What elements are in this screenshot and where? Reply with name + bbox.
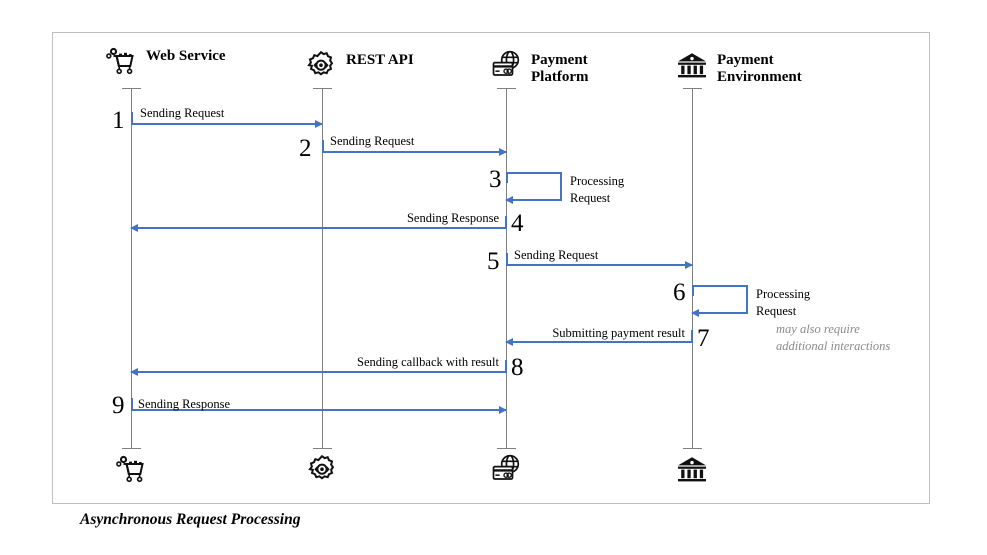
footer-credit-card-globe-icon [489, 452, 523, 486]
message-8-number: 8 [511, 354, 524, 381]
actor-header-payment-environment: Payment Environment [675, 48, 802, 87]
message-6-label: Processing Request [756, 287, 811, 318]
footer-shopping-cart-gears-icon [114, 452, 148, 486]
message-6-number: 6 [673, 279, 686, 306]
actor-header-rest-api: REST API [304, 48, 414, 82]
message-8-arrow [130, 368, 506, 376]
lifeline-foot-cap-payment-environment [683, 448, 702, 449]
message-8-tail [505, 360, 507, 373]
message-1-tail [131, 112, 133, 125]
message-9-tail [131, 398, 133, 411]
lifeline-web-service [131, 88, 132, 448]
message-2-arrow [322, 148, 507, 156]
message-3-label: Processing Request [570, 174, 625, 205]
lifeline-rest-api [322, 88, 323, 448]
message-3-self-loop [506, 172, 562, 201]
message-6-self-loop [692, 285, 748, 314]
message-2-tail [322, 140, 324, 153]
footer-bank-icon [675, 452, 709, 486]
message-7-tail [691, 330, 693, 343]
message-5-arrow [506, 261, 693, 269]
actor-label: REST API [346, 52, 414, 68]
message-6-return-arrow [691, 309, 748, 317]
message-5-number: 5 [487, 248, 500, 275]
actor-label: Payment Environment [717, 52, 802, 86]
note-additional-interactions: may also require additional interactions [776, 322, 891, 354]
actor-header-web-service: Web Service [104, 44, 226, 78]
lifeline-foot-cap-payment-platform [497, 448, 516, 449]
footer-gear-api-icon [305, 452, 339, 486]
diagram-caption: Asynchronous Request Processing [80, 511, 301, 528]
message-2-number: 2 [299, 135, 312, 162]
message-4-number: 4 [511, 210, 524, 237]
diagram-frame [52, 32, 930, 504]
message-1-arrow [131, 120, 323, 128]
lifeline-payment-platform [506, 88, 507, 448]
message-3-tail [506, 172, 508, 183]
message-7-number: 7 [697, 325, 710, 352]
message-9-number: 9 [112, 392, 125, 419]
message-4-arrow [130, 224, 506, 232]
shopping-cart-gears-icon [104, 44, 138, 78]
gear-api-icon [304, 48, 338, 82]
credit-card-globe-icon [489, 48, 523, 82]
message-1-number: 1 [112, 107, 125, 134]
message-6-tail [692, 285, 694, 296]
message-5-tail [506, 253, 508, 266]
message-7-label: Submitting payment result [552, 326, 685, 340]
actor-label: Payment Platform [531, 52, 589, 86]
message-9-arrow [131, 406, 507, 414]
message-1-label: Sending Request [140, 106, 225, 120]
bank-icon [675, 48, 709, 82]
message-3-return-arrow [505, 196, 562, 204]
message-4-label: Sending Response [406, 211, 499, 225]
message-8-label: Sending callback with result [357, 355, 499, 369]
message-5-label: Sending Request [514, 248, 599, 262]
actor-header-payment-platform: Payment Platform [489, 48, 588, 87]
message-4-tail [505, 216, 507, 229]
lifeline-foot-cap-rest-api [313, 448, 332, 449]
message-7-arrow [505, 338, 692, 346]
message-2-label: Sending Request [330, 134, 415, 148]
message-9-label: Sending Response [138, 397, 231, 411]
actor-label: Web Service [146, 48, 226, 64]
lifeline-foot-cap-web-service [122, 448, 141, 449]
message-3-number: 3 [489, 166, 502, 193]
